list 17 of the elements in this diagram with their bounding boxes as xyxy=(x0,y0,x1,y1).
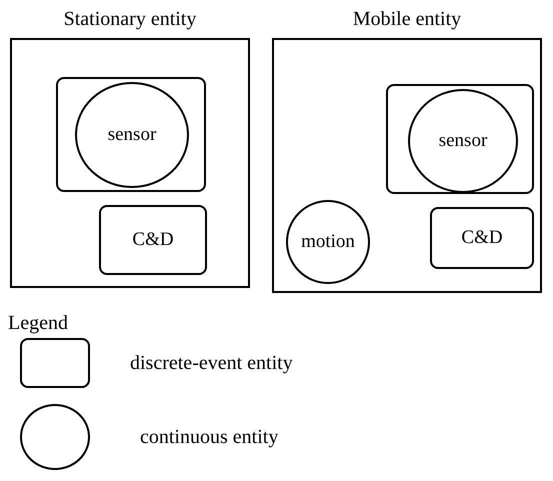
entity-title: Stationary entity xyxy=(62,7,198,32)
continuous-entity-circle xyxy=(75,82,189,188)
continuous-entity-circle xyxy=(408,89,518,193)
discrete-entity-box xyxy=(56,77,206,192)
legend-text: continuous entity xyxy=(140,425,278,450)
legend-heading: Legend xyxy=(8,311,68,336)
node-text: C&D xyxy=(461,226,503,250)
discrete-entity-box xyxy=(99,205,207,275)
legend-text: discrete-event entity xyxy=(130,351,293,376)
discrete-entity-box xyxy=(386,84,534,194)
node-text: motion xyxy=(301,230,355,254)
discrete-entity-box xyxy=(430,207,534,269)
entity-title: Mobile entity xyxy=(352,7,462,32)
node-text: sensor xyxy=(108,122,156,147)
node-text: sensor xyxy=(438,128,488,153)
continuous-entity-circle xyxy=(286,200,370,284)
node-text: C&D xyxy=(132,228,174,252)
